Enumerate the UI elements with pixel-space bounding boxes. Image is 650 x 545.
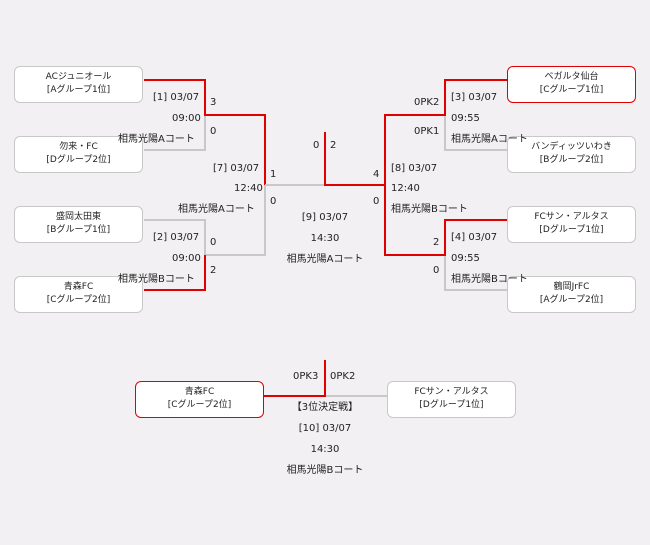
line-left-semi-bottom	[206, 185, 266, 256]
team-name: FCサン・アルタス	[414, 387, 489, 397]
line-right-final	[324, 160, 385, 186]
match9-score2: 2	[330, 140, 337, 151]
team-name: 勿来・FC	[59, 142, 98, 152]
match4-score1: 2	[433, 237, 440, 248]
team-group: [Aグループ2位]	[539, 295, 604, 305]
team-group: [Dグループ2位]	[46, 155, 111, 165]
team-group: [Cグループ2位]	[167, 400, 232, 410]
line-r4	[444, 255, 507, 291]
line-b1	[264, 360, 326, 397]
team-r3[interactable]: FCサン・アルタス [Dグループ1位]	[507, 206, 636, 243]
team-r2[interactable]: バンディッツいわき [Bグループ2位]	[507, 136, 636, 173]
line-r1	[384, 79, 507, 185]
match7-score1: 1	[270, 169, 277, 180]
match7-court: 相馬光陽Aコート	[178, 204, 255, 215]
match9-time: 14:30	[310, 233, 340, 244]
team-name: 青森FC	[63, 282, 94, 292]
match9-score1: 0	[313, 140, 320, 151]
match2-score2: 2	[210, 265, 217, 276]
match3-court: 相馬光陽Aコート	[451, 134, 528, 145]
team-name: バンディッツいわき	[531, 142, 612, 152]
team-name: 盛岡太田東	[55, 212, 101, 222]
match7-label: [7] 03/07	[213, 163, 260, 174]
team-name: FCサン・アルタス	[534, 212, 609, 222]
match8-time: 12:40	[391, 183, 420, 194]
team-name: ACジュニオール	[45, 72, 112, 82]
team-group: [Dグループ1位]	[419, 400, 484, 410]
line-l1	[144, 79, 266, 185]
match10-time: 14:30	[310, 444, 340, 455]
line-r2	[444, 115, 507, 151]
team-r4[interactable]: 鶴岡JrFC [Aグループ2位]	[507, 276, 636, 313]
match2-court: 相馬光陽Bコート	[118, 274, 195, 285]
match3-score1: 0PK2	[414, 97, 440, 108]
match4-court: 相馬光陽Bコート	[451, 274, 528, 285]
match2-score1: 0	[210, 237, 217, 248]
match8-score1: 4	[373, 169, 380, 180]
team-group: [Cグループ1位]	[539, 85, 604, 95]
match1-court: 相馬光陽Aコート	[118, 134, 195, 145]
match10-label: [10] 03/07	[298, 423, 352, 434]
match8-label: [8] 03/07	[391, 163, 438, 174]
team-group: [Dグループ1位]	[539, 225, 604, 235]
team-r1[interactable]: ベガルタ仙台 [Cグループ1位]	[507, 66, 636, 103]
team-name: ベガルタ仙台	[544, 72, 599, 82]
match3-time: 09:55	[451, 113, 480, 124]
match7-time: 12:40	[234, 183, 263, 194]
match7-score2: 0	[270, 196, 277, 207]
line-r3	[384, 185, 507, 256]
match2-label: [2] 03/07	[153, 232, 200, 243]
match10-title: 【3位決定戦】	[291, 402, 359, 413]
line-l2	[144, 115, 206, 151]
match3-label: [3] 03/07	[451, 92, 498, 103]
match10-court: 相馬光陽Bコート	[286, 465, 364, 476]
match4-time: 09:55	[451, 253, 480, 264]
team-name: 青森FC	[184, 387, 215, 397]
team-group: [Aグループ1位]	[46, 85, 111, 95]
match8-score2: 0	[373, 196, 380, 207]
line-l3	[144, 219, 206, 255]
match10-score1: 0PK3	[293, 371, 319, 382]
match1-score1: 3	[210, 97, 217, 108]
match9-court: 相馬光陽Aコート	[286, 254, 364, 265]
match2-time: 09:00	[172, 253, 201, 264]
match4-score2: 0	[433, 265, 440, 276]
team-l3[interactable]: 盛岡太田東 [Bグループ1位]	[14, 206, 143, 243]
team-name: 鶴岡JrFC	[553, 282, 590, 292]
team-group: [Bグループ1位]	[46, 225, 111, 235]
match3-score2: 0PK1	[414, 126, 440, 137]
match1-time: 09:00	[172, 113, 201, 124]
team-l1[interactable]: ACジュニオール [Aグループ1位]	[14, 66, 143, 103]
match10-score2: 0PK2	[330, 371, 356, 382]
match1-score2: 0	[210, 126, 217, 137]
team-l2[interactable]: 勿来・FC [Dグループ2位]	[14, 136, 143, 173]
team-group: [Bグループ2位]	[539, 155, 604, 165]
team-l4[interactable]: 青森FC [Cグループ2位]	[14, 276, 143, 313]
team-b2[interactable]: FCサン・アルタス [Dグループ1位]	[387, 381, 516, 418]
line-l4	[144, 255, 206, 291]
match9-label: [9] 03/07	[301, 212, 349, 223]
team-b1[interactable]: 青森FC [Cグループ2位]	[135, 381, 264, 418]
match4-label: [4] 03/07	[451, 232, 498, 243]
team-group: [Cグループ2位]	[46, 295, 111, 305]
match1-label: [1] 03/07	[153, 92, 200, 103]
match8-court: 相馬光陽Bコート	[391, 204, 468, 215]
